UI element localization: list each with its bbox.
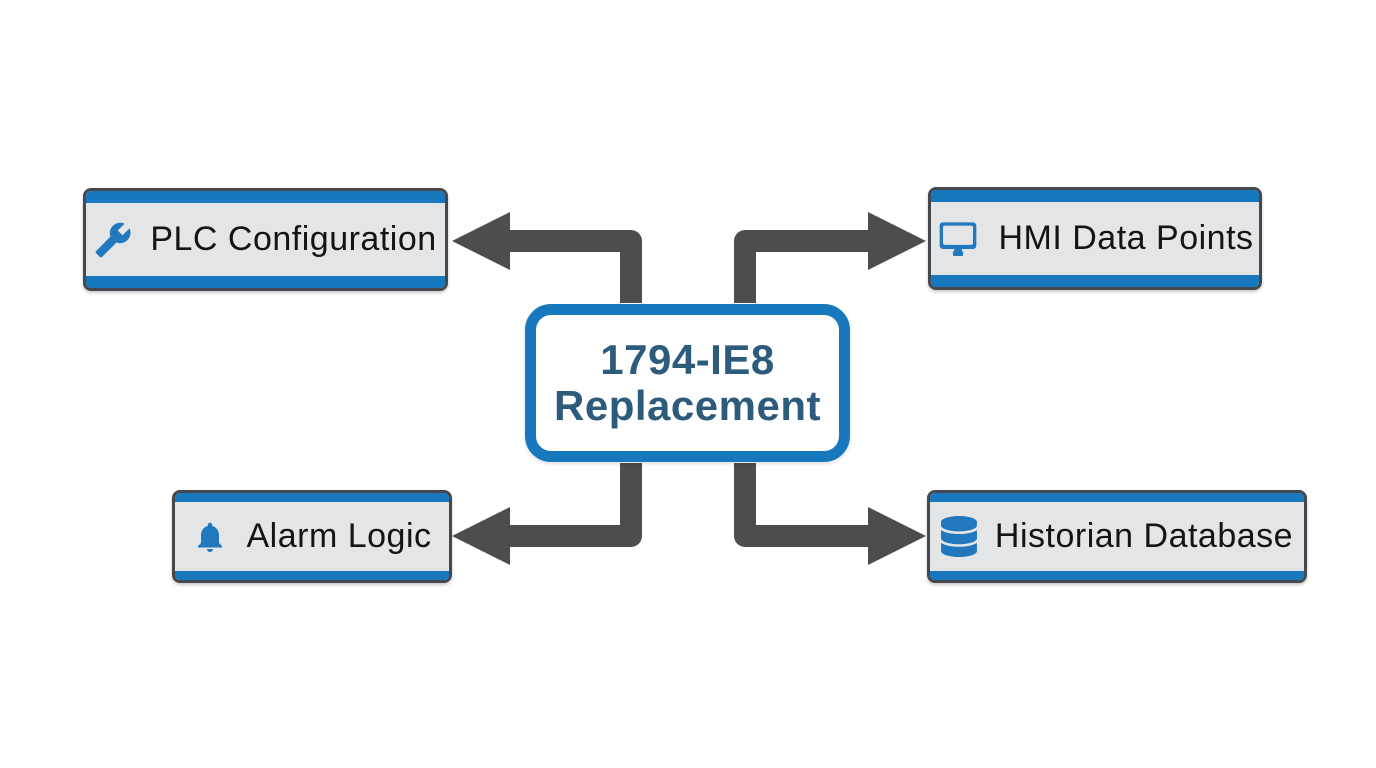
center-node-1794-ie8-replacement: 1794-IE8 Replacement — [525, 304, 850, 462]
node-top-strip — [931, 190, 1259, 202]
node-label: Historian Database — [994, 517, 1294, 555]
node-bottom-strip — [931, 275, 1259, 287]
arrowhead-plc — [452, 212, 510, 270]
arrowhead-hmi — [868, 212, 926, 270]
node-label: PLC Configuration — [150, 220, 437, 258]
center-title-line1: 1794-IE8 — [600, 335, 775, 383]
node-top-strip — [930, 493, 1304, 502]
node-label: HMI Data Points — [998, 219, 1254, 257]
node-historian-database: Historian Database — [927, 490, 1307, 583]
node-bottom-strip — [86, 276, 445, 288]
node-hmi-data-points: HMI Data Points — [928, 187, 1262, 290]
connector-center-to-alarm — [506, 463, 642, 547]
connector-center-to-hmi — [734, 230, 872, 303]
node-alarm-logic: Alarm Logic — [172, 490, 452, 583]
node-bottom-strip — [175, 571, 449, 580]
database-icon — [940, 516, 977, 557]
node-label: Alarm Logic — [246, 517, 432, 555]
connector-center-to-plc — [506, 230, 642, 303]
connector-center-to-historian — [734, 463, 872, 547]
bell-icon — [192, 517, 228, 557]
monitor-icon — [936, 219, 980, 259]
arrowhead-historian — [868, 507, 926, 565]
wrench-icon — [94, 221, 132, 259]
node-top-strip — [175, 493, 449, 502]
arrowhead-alarm — [452, 507, 510, 565]
connector-arrowheads — [452, 212, 926, 565]
connector-lines — [506, 230, 872, 547]
node-plc-configuration: PLC Configuration — [83, 188, 448, 291]
node-top-strip — [86, 191, 445, 203]
center-title-line2: Replacement — [554, 382, 821, 429]
node-bottom-strip — [930, 571, 1304, 580]
